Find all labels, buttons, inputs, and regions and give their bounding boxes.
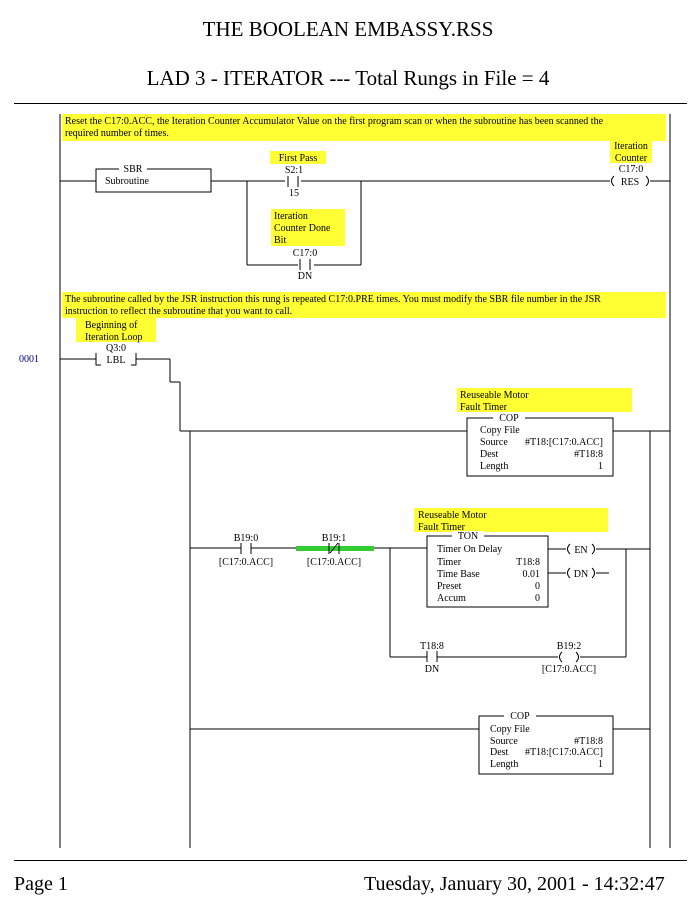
cop-length-label: Length [480, 461, 508, 472]
reset-coil[interactable]: Iteration Counter C17:0 RES [610, 139, 652, 188]
ton-en: EN [574, 545, 587, 556]
cop-label: Fault Timer [460, 402, 508, 413]
energized-indicator [296, 546, 374, 551]
lbl-address: Q3:0 [106, 343, 126, 354]
contact-index: [C17:0.ACC] [219, 557, 273, 568]
rung-comment-line: The subroutine called by the JSR instruc… [65, 294, 601, 305]
coil-label: Iteration [614, 141, 648, 152]
lbl-instruction[interactable]: Beginning of Iteration Loop Q3:0 LBL [76, 318, 156, 366]
lbl-label: Beginning of [85, 320, 138, 331]
first-pass-contact[interactable]: First Pass S2:1 15 [270, 151, 326, 199]
cop-dest-label: Dest [490, 747, 509, 758]
rung-number: 0001 [19, 354, 39, 365]
t18-8-dn-contact[interactable]: T18:8 DN [420, 641, 444, 675]
cop-dest: #T18:8 [574, 449, 603, 460]
cop-description: Copy File [490, 724, 530, 735]
contact-bit: DN [425, 664, 439, 675]
ton-description: Timer On Delay [437, 544, 502, 555]
ton-accum: 0 [535, 593, 540, 604]
cop-source: #T18:[C17:0.ACC] [525, 437, 603, 448]
contact-label: Bit [274, 235, 286, 246]
rung-comment-line: instruction to reflect the subroutine th… [65, 306, 292, 317]
cop-source: #T18:8 [574, 736, 603, 747]
coil-address: B19:2 [557, 641, 581, 652]
ton-preset: 0 [535, 581, 540, 592]
ton-accum-label: Accum [437, 593, 466, 604]
cop-length: 1 [598, 461, 603, 472]
coil-label: Counter [615, 153, 648, 164]
ton-title: TON [458, 531, 478, 542]
cop-length: 1 [598, 759, 603, 770]
cop-instruction-1[interactable]: Reuseable Motor Fault Timer COP Copy Fil… [457, 388, 632, 477]
b19-0-contact[interactable]: B19:0 [C17:0.ACC] [219, 533, 273, 568]
ton-timebase-label: Time Base [437, 569, 480, 580]
lbl-instruction-text: LBL [107, 355, 126, 366]
cop-dest: #T18:[C17:0.ACC] [525, 747, 603, 758]
cop-dest-label: Dest [480, 449, 499, 460]
sbr-description: Subroutine [105, 176, 149, 187]
ton-dn: DN [574, 569, 588, 580]
ton-instruction[interactable]: Reuseable Motor Fault Timer TON Timer On… [414, 508, 608, 608]
rung-0: Reset the C17:0.ACC, the Iteration Count… [60, 114, 670, 282]
contact-bit: 15 [289, 188, 299, 199]
contact-bit: DN [298, 271, 312, 282]
contact-index: [C17:0.ACC] [307, 557, 361, 568]
ton-dn-output: DN [567, 567, 595, 580]
iteration-done-contact[interactable]: Iteration Counter Done Bit C17:0 DN [271, 209, 345, 282]
cop-description: Copy File [480, 425, 520, 436]
cop-source-label: Source [480, 437, 508, 448]
b19-2-coil[interactable]: B19:2 [C17:0.ACC] [542, 641, 596, 675]
contact-address: S2:1 [285, 165, 303, 176]
cop-source-label: Source [490, 736, 518, 747]
contact-label: Counter Done [274, 223, 331, 234]
ton-en-output: EN [567, 543, 595, 556]
sbr-title: SBR [124, 164, 143, 175]
footer-divider [14, 860, 687, 861]
contact-address: C17:0 [293, 248, 317, 259]
rung-comment-line: required number of times. [65, 128, 169, 139]
contact-address: T18:8 [420, 641, 444, 652]
sbr-instruction[interactable]: SBR Subroutine [95, 164, 212, 193]
cop-title: COP [510, 711, 530, 722]
coil-address: C17:0 [619, 164, 643, 175]
rung-comment-line: Reset the C17:0.ACC, the Iteration Count… [65, 116, 604, 127]
cop-length-label: Length [490, 759, 518, 770]
ton-timebase: 0.01 [523, 569, 541, 580]
contact-label: Iteration [274, 211, 308, 222]
print-datetime: Tuesday, January 30, 2001 - 14:32:47 [364, 873, 665, 895]
ton-preset-label: Preset [437, 581, 462, 592]
cop-instruction-2[interactable]: COP Copy File Source #T18:8 Dest #T18:[C… [478, 711, 614, 775]
contact-address: B19:0 [234, 533, 258, 544]
b19-1-contact[interactable]: B19:1 [C17:0.ACC] [307, 533, 361, 568]
header-divider [14, 103, 687, 104]
lbl-label: Iteration Loop [85, 332, 142, 343]
rung-comment [62, 114, 666, 141]
file-title: THE BOOLEAN EMBASSY.RSS [202, 17, 494, 41]
rung-comment [62, 292, 666, 318]
contact-label: First Pass [279, 153, 318, 164]
cop-label: Reuseable Motor [460, 390, 529, 401]
ton-timer-label: Timer [437, 557, 462, 568]
ton-label: Fault Timer [418, 522, 466, 533]
program-title: LAD 3 - ITERATOR --- Total Rungs in File… [146, 66, 550, 90]
contact-address: B19:1 [322, 533, 346, 544]
coil-instruction: RES [621, 177, 639, 188]
ton-label: Reuseable Motor [418, 510, 487, 521]
page-number: Page 1 [14, 873, 68, 895]
coil-index: [C17:0.ACC] [542, 664, 596, 675]
ton-timer: T18:8 [516, 557, 540, 568]
rung-1: 0001 The subroutine called by the JSR in… [19, 292, 670, 848]
cop-title: COP [499, 413, 519, 424]
